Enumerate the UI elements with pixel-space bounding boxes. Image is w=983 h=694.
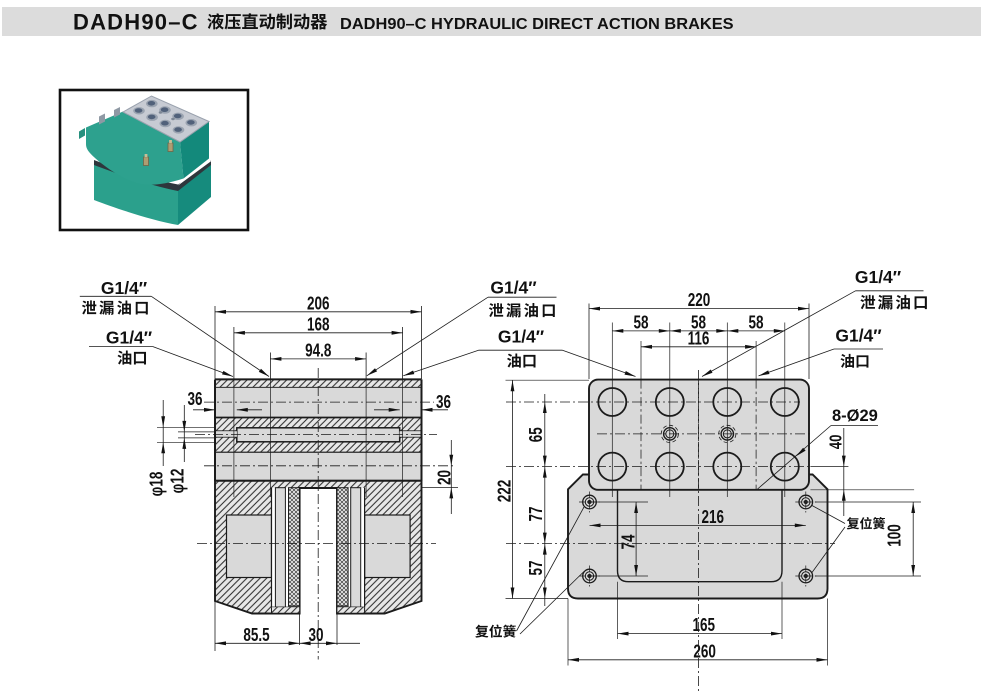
svg-text:G1/4″: G1/4″ (835, 326, 882, 346)
svg-text:58: 58 (691, 312, 706, 333)
svg-text:58: 58 (633, 312, 648, 333)
svg-text:116: 116 (688, 328, 710, 349)
svg-text:74: 74 (619, 534, 640, 549)
svg-text:220: 220 (688, 290, 711, 311)
svg-text:216: 216 (701, 507, 724, 528)
svg-text:DADH90–C: DADH90–C (73, 10, 199, 35)
svg-text:100: 100 (885, 524, 906, 547)
svg-text:φ12: φ12 (168, 469, 189, 494)
svg-text:85.5: 85.5 (243, 625, 269, 646)
svg-text:57: 57 (526, 560, 547, 575)
svg-text:36: 36 (187, 389, 202, 410)
svg-text:65: 65 (526, 427, 547, 442)
svg-text:36: 36 (436, 392, 451, 413)
svg-text:222: 222 (495, 480, 516, 503)
svg-text:G1/4″: G1/4″ (490, 278, 537, 298)
svg-text:G1/4″: G1/4″ (855, 267, 902, 287)
svg-text:40: 40 (827, 434, 846, 449)
svg-text:77: 77 (526, 506, 547, 521)
svg-text:G1/4″: G1/4″ (101, 278, 148, 298)
svg-text:G1/4″: G1/4″ (498, 327, 545, 347)
svg-text:168: 168 (307, 314, 330, 335)
svg-text:G1/4″: G1/4″ (106, 328, 153, 348)
svg-text:94.8: 94.8 (305, 340, 331, 361)
svg-text:260: 260 (693, 641, 716, 662)
svg-text:206: 206 (307, 293, 330, 314)
svg-text:φ18: φ18 (146, 472, 167, 497)
svg-text:30: 30 (308, 625, 323, 646)
svg-text:20: 20 (434, 470, 455, 485)
svg-text:8-Ø29: 8-Ø29 (832, 407, 878, 425)
svg-text:DADH90–C HYDRAULIC DIRECT ACTI: DADH90–C HYDRAULIC DIRECT ACTION BRAKES (340, 15, 734, 33)
svg-text:165: 165 (692, 615, 715, 636)
svg-text:58: 58 (748, 312, 763, 333)
